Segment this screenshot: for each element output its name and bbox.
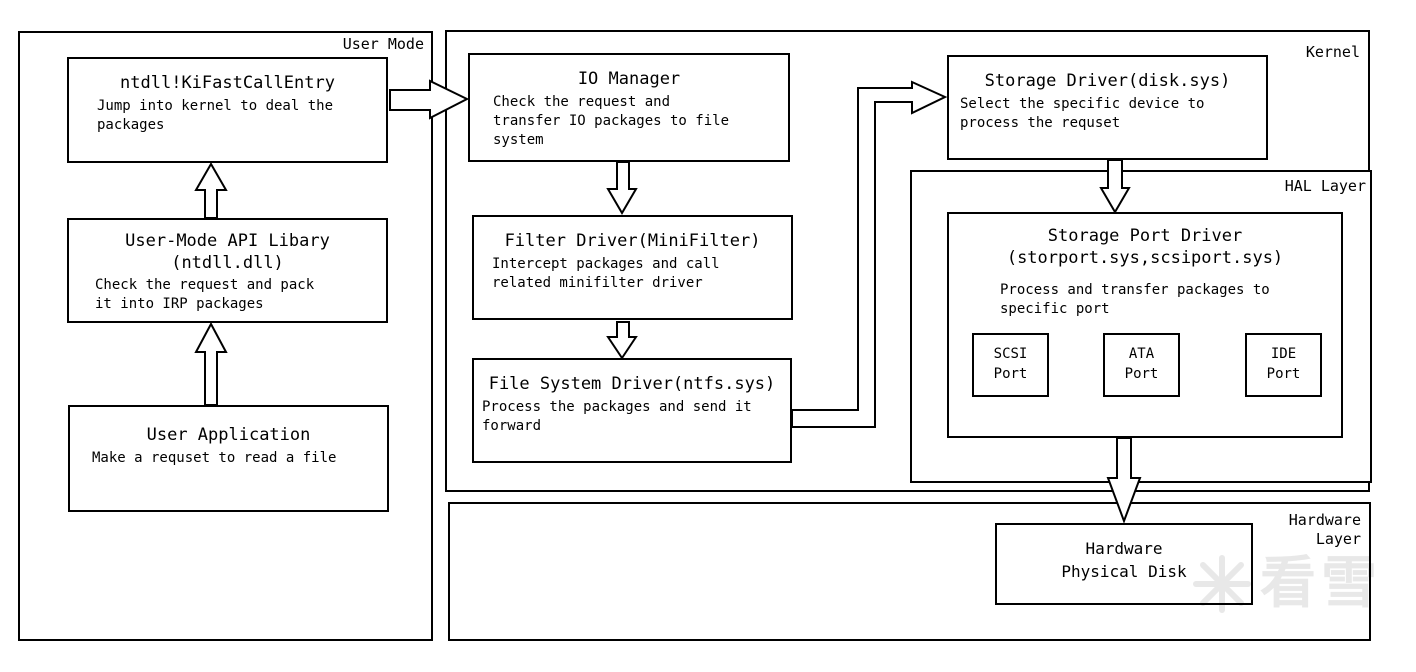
ntdll-kifastcallentry-title: ntdll!KiFastCallEntry xyxy=(120,73,335,93)
hardware-physical-disk-label: Hardware Physical Disk xyxy=(1061,539,1187,582)
user-mode-api-library-title: User-Mode API Libary (ntdll.dll) xyxy=(125,231,330,274)
file-system-driver-box: File System Driver(ntfs.sys) Process the… xyxy=(472,358,792,463)
hardware-layer-label: Hardware Layer xyxy=(1288,511,1361,548)
user-application-box: User Application Make a requset to read … xyxy=(68,405,389,512)
ide-port-label: IDE Port xyxy=(1266,346,1301,382)
storage-port-driver-title: Storage Port Driver (storport.sys,scsipo… xyxy=(1006,226,1284,269)
storage-driver-box: Storage Driver(disk.sys) Select the spec… xyxy=(947,55,1268,160)
scsi-port-label: SCSI Port xyxy=(993,346,1028,382)
hardware-physical-disk-box: Hardware Physical Disk xyxy=(995,523,1253,605)
ide-port-box: IDE Port xyxy=(1245,333,1322,397)
file-system-driver-desc: Process the packages and send it forward xyxy=(482,399,752,435)
storage-driver-desc: Select the specific device to process th… xyxy=(960,96,1205,132)
ata-port-box: ATA Port xyxy=(1103,333,1180,397)
user-mode-layer-box: User Mode xyxy=(18,31,433,641)
user-application-title: User Application xyxy=(146,425,311,445)
user-application-desc: Make a requset to read a file xyxy=(92,450,337,467)
hardware-layer-box: Hardware Layer xyxy=(448,502,1371,641)
file-system-driver-title: File System Driver(ntfs.sys) xyxy=(488,374,776,394)
kernel-layer-label: Kernel xyxy=(1305,43,1360,61)
io-manager-desc: Check the request and transfer IO packag… xyxy=(493,94,730,149)
user-mode-api-library-box: User-Mode API Libary (ntdll.dll) Check t… xyxy=(67,218,388,323)
scsi-port-box: SCSI Port xyxy=(972,333,1049,397)
user-mode-layer-label: User Mode xyxy=(342,35,424,53)
hal-layer-label: HAL Layer xyxy=(1284,177,1366,195)
ntdll-kifastcallentry-desc: Jump into kernel to deal the packages xyxy=(97,98,334,134)
ata-port-label: ATA Port xyxy=(1124,346,1159,382)
user-mode-api-library-desc: Check the request and pack it into IRP p… xyxy=(95,277,315,313)
filter-driver-box: Filter Driver(MiniFilter) Intercept pack… xyxy=(472,215,793,320)
storage-port-driver-box: Storage Port Driver (storport.sys,scsipo… xyxy=(947,212,1343,438)
io-manager-box: IO Manager Check the request and transfe… xyxy=(468,53,790,162)
storage-port-driver-desc: Process and transfer packages to specifi… xyxy=(1000,282,1270,318)
filter-driver-title: Filter Driver(MiniFilter) xyxy=(504,231,761,251)
ntdll-kifastcallentry-box: ntdll!KiFastCallEntry Jump into kernel t… xyxy=(67,57,388,163)
filter-driver-desc: Intercept packages and call related mini… xyxy=(492,256,720,292)
storage-driver-title: Storage Driver(disk.sys) xyxy=(984,71,1231,91)
io-manager-title: IO Manager xyxy=(577,69,681,89)
